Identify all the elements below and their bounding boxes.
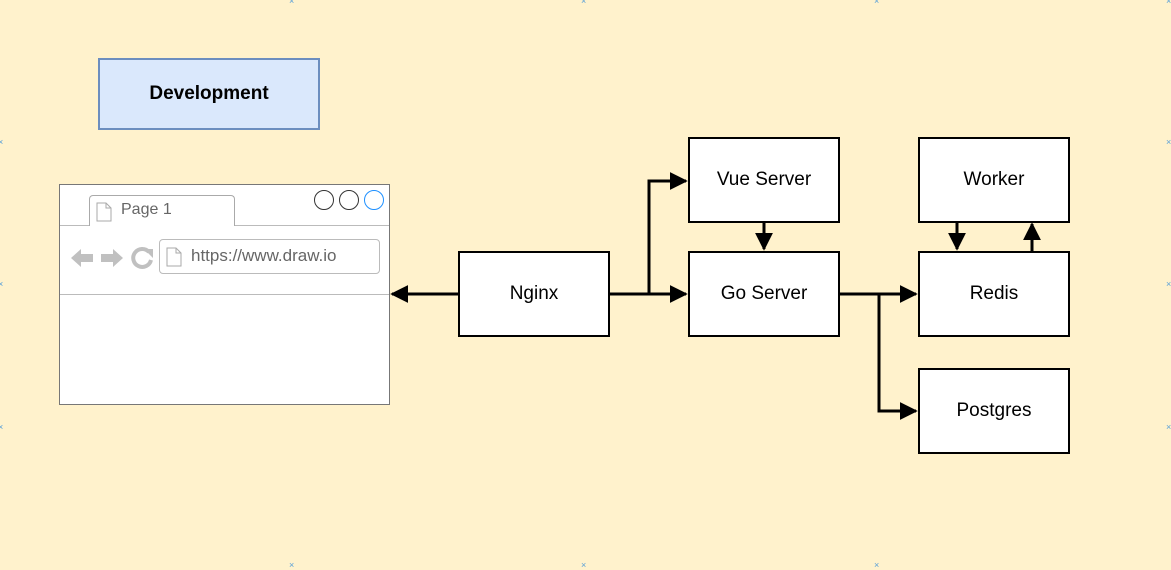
node-vue-server-label: Vue Server xyxy=(716,169,812,190)
node-go-server-label: Go Server xyxy=(720,283,808,304)
browser-tab-label: Page 1 xyxy=(121,201,172,218)
canvas-resize-handle[interactable]: × xyxy=(289,0,295,6)
url-bar[interactable]: https://www.draw.io xyxy=(159,239,380,274)
canvas-resize-handle[interactable]: × xyxy=(581,560,587,570)
node-redis[interactable]: Redis xyxy=(918,251,1070,337)
forward-arrow-icon[interactable] xyxy=(100,246,124,270)
window-button-1[interactable] xyxy=(314,190,334,210)
canvas-resize-handle[interactable]: × xyxy=(1166,0,1171,6)
node-nginx[interactable]: Nginx xyxy=(458,251,610,337)
node-worker[interactable]: Worker xyxy=(918,137,1070,223)
edge-go-server-postgres[interactable] xyxy=(877,294,918,420)
development-label-box[interactable]: Development xyxy=(98,58,320,130)
browser-nav-bar: https://www.draw.io xyxy=(60,226,389,295)
node-postgres-label: Postgres xyxy=(956,400,1032,421)
window-button-3[interactable] xyxy=(364,190,384,210)
url-text: https://www.draw.io xyxy=(191,246,337,265)
node-redis-label: Redis xyxy=(969,283,1019,304)
window-button-2[interactable] xyxy=(339,190,359,210)
canvas-resize-handle[interactable]: × xyxy=(289,560,295,570)
node-go-server[interactable]: Go Server xyxy=(688,251,840,337)
node-postgres[interactable]: Postgres xyxy=(918,368,1070,454)
browser-window[interactable]: Page 1 https://www.draw.io xyxy=(59,184,390,405)
node-nginx-label: Nginx xyxy=(509,283,559,304)
development-label: Development xyxy=(149,83,269,104)
canvas-resize-handle[interactable]: × xyxy=(0,137,4,147)
page-icon xyxy=(96,202,112,222)
node-worker-label: Worker xyxy=(963,169,1025,190)
canvas-resize-handle[interactable]: × xyxy=(1166,137,1171,147)
canvas-resize-handle[interactable]: × xyxy=(1166,279,1171,289)
browser-tab-bar: Page 1 xyxy=(60,185,389,226)
browser-tab[interactable]: Page 1 xyxy=(89,195,235,226)
reload-icon[interactable] xyxy=(130,246,154,270)
canvas-resize-handle[interactable]: × xyxy=(874,560,880,570)
canvas-resize-handle[interactable]: × xyxy=(874,0,880,6)
canvas-resize-handle[interactable]: × xyxy=(0,422,4,432)
node-vue-server[interactable]: Vue Server xyxy=(688,137,840,223)
page-icon xyxy=(166,247,182,267)
edge-nginx-vue-server[interactable] xyxy=(609,172,688,296)
canvas-resize-handle[interactable]: × xyxy=(581,0,587,6)
canvas-resize-handle[interactable]: × xyxy=(0,279,4,289)
canvas-resize-handle[interactable]: × xyxy=(1166,422,1171,432)
back-arrow-icon[interactable] xyxy=(70,246,94,270)
